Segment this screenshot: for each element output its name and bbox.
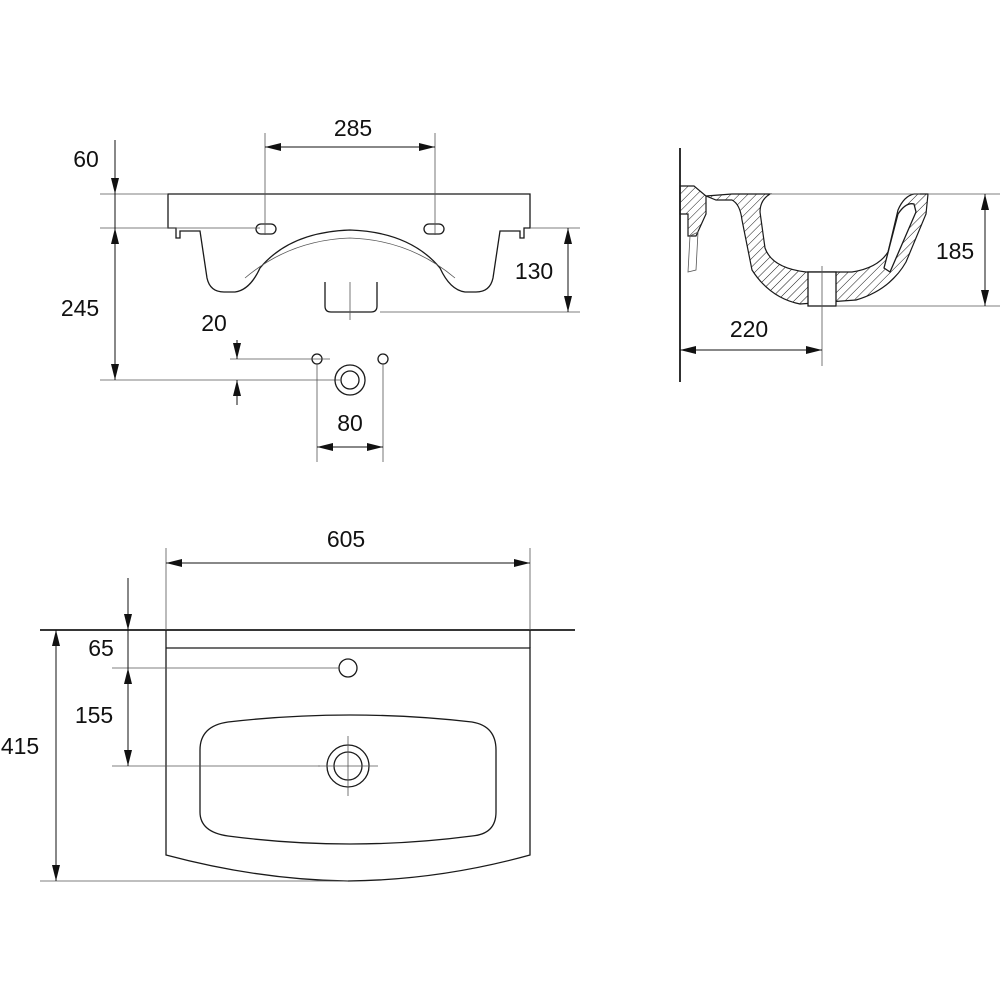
plan-outer-outline bbox=[165, 630, 531, 882]
dim-220-label: 220 bbox=[730, 316, 768, 342]
dim-130-label: 130 bbox=[515, 258, 553, 284]
side-rear-support bbox=[687, 231, 699, 273]
plan-inner-bowl bbox=[199, 714, 497, 845]
rear-drain-outer bbox=[334, 364, 366, 396]
dim-60-label: 60 bbox=[73, 146, 99, 172]
dim-245-label: 245 bbox=[61, 295, 99, 321]
dim-220-arrow-left bbox=[680, 346, 696, 354]
dim-605-arrow-left bbox=[166, 559, 182, 567]
plan-tap-hole bbox=[338, 658, 358, 678]
dim-605-label: 605 bbox=[327, 526, 365, 552]
dim-605-arrow-right bbox=[514, 559, 530, 567]
front-view: 285 60 245 130 20 80 bbox=[61, 115, 580, 462]
side-overflow bbox=[883, 203, 917, 273]
dim-285-arrow-right bbox=[419, 143, 435, 151]
rear-hole-right bbox=[377, 353, 389, 365]
dim-185-label: 185 bbox=[936, 238, 974, 264]
front-view-outline bbox=[167, 193, 531, 293]
dim-415-label: 415 bbox=[1, 733, 39, 759]
dim-155-arrow-bottom bbox=[124, 750, 132, 766]
dim-130-arrow-top bbox=[564, 228, 572, 244]
dim-80-arrow-left bbox=[317, 443, 333, 451]
dim-20-arrow-bottom bbox=[233, 380, 241, 396]
dim-185-arrow-top bbox=[981, 194, 989, 210]
front-left-slot bbox=[255, 223, 277, 235]
dim-80-label: 80 bbox=[337, 410, 363, 436]
dim-245-arrow-top bbox=[111, 228, 119, 244]
side-rear-lip bbox=[679, 185, 707, 237]
dim-245-arrow-bottom bbox=[111, 364, 119, 380]
dim-285-arrow-left bbox=[265, 143, 281, 151]
side-section-view: 185 220 bbox=[679, 148, 1000, 382]
dim-155-arrow-top bbox=[124, 668, 132, 684]
side-basin-section bbox=[705, 193, 929, 305]
dim-60-arrow-top bbox=[111, 178, 119, 194]
rear-drain-inner bbox=[340, 370, 360, 390]
dim-20-label: 20 bbox=[201, 310, 227, 336]
front-right-slot bbox=[423, 223, 445, 235]
dim-130-arrow-bottom bbox=[564, 296, 572, 312]
dim-220-arrow-right bbox=[806, 346, 822, 354]
dim-185-arrow-bottom bbox=[981, 290, 989, 306]
dim-65-arrow-top bbox=[124, 614, 132, 630]
dim-65-label: 65 bbox=[88, 635, 114, 661]
dim-80-arrow-right bbox=[367, 443, 383, 451]
dim-285-label: 285 bbox=[334, 115, 372, 141]
plan-view: 605 415 65 155 bbox=[1, 526, 575, 882]
dim-415-arrow-top bbox=[52, 630, 60, 646]
dim-415-arrow-bottom bbox=[52, 865, 60, 881]
dim-20-arrow-top bbox=[233, 343, 241, 359]
front-inner-bowl bbox=[244, 237, 456, 279]
dim-155-label: 155 bbox=[75, 702, 113, 728]
front-drain-spigot bbox=[324, 282, 378, 313]
